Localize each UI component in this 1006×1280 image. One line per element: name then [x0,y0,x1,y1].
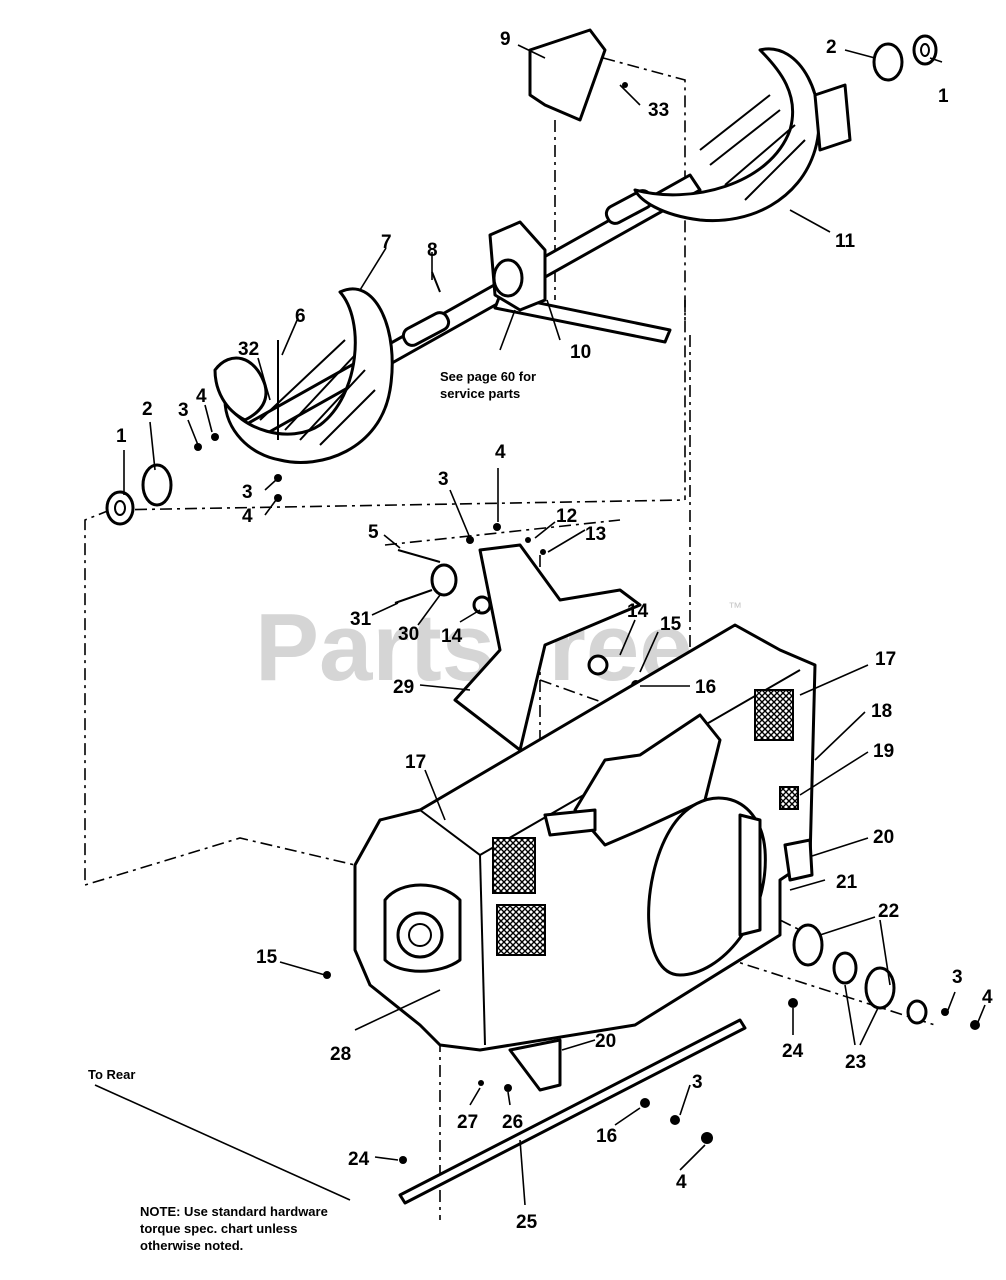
callout-32: 32 [238,339,259,360]
callout-24-left: 24 [348,1149,370,1170]
scraper-blade [398,1018,747,1205]
callout-33: 33 [648,100,669,121]
callout-28: 28 [330,1044,351,1065]
drive-shaft [493,293,672,344]
callout-11: 11 [835,231,856,252]
chute-flange [738,813,762,937]
callout-4-impeller: 4 [495,442,506,463]
vent-grille-small [779,786,799,810]
callout-5: 5 [368,522,379,543]
impeller-bearing-housing [430,563,458,597]
vent-grille-right [754,689,794,741]
callout-15-impeller: 15 [660,614,682,635]
callout-13: 13 [585,524,606,545]
callout-16-impeller: 16 [695,677,716,698]
callout-14-right: 14 [627,601,649,622]
callout-30: 30 [398,624,419,645]
callout-29: 29 [393,677,414,698]
gear-case-seal [492,258,524,298]
hardware-note-line-3: otherwise noted. [140,1238,243,1253]
watermark-trademark: ™ [728,599,742,615]
auger-assembly [105,28,938,526]
top-brace [543,808,597,837]
shaft-spacer-left [401,311,451,347]
callout-4-bolt: 4 [242,506,253,527]
right-auger-hub [813,83,852,152]
leader-lines [94,44,986,1206]
callout-3-bolt: 3 [242,482,253,503]
hardware-note-line-2: torque spec. chart unless [140,1221,298,1236]
impeller-cavity [573,713,722,847]
flange-bushing-right [872,42,904,82]
left-auger [223,287,394,464]
callout-9: 9 [500,29,511,50]
callout-12: 12 [556,506,577,527]
callout-4-shaft: 4 [196,386,207,407]
callout-15-housing: 15 [256,947,278,968]
callout-20-right: 20 [873,827,894,848]
callout-22: 22 [878,901,899,922]
callout-1-left: 1 [116,426,127,447]
skid-shoe-right [783,838,814,882]
callout-27: 27 [457,1112,478,1133]
impeller [453,543,642,752]
service-note-line-2: service parts [440,386,520,401]
hardware-note-line-1: NOTE: Use standard hardware [140,1204,328,1219]
callout-2-right: 2 [826,37,837,58]
callout-31: 31 [350,609,372,630]
left-auger-hub [213,356,268,422]
callout-18: 18 [871,701,892,722]
bearing-right [912,34,938,66]
callout-16-scraper: 16 [596,1126,617,1147]
callout-4-side: 4 [982,987,993,1008]
callout-10: 10 [570,342,591,363]
callout-3-scraper: 3 [692,1072,703,1093]
flange-bushing-left [141,463,173,507]
to-rear-label: To Rear [88,1067,135,1082]
vent-grille-lower [496,904,546,956]
bearing-b [832,951,858,985]
impeller-housing [647,796,767,977]
bearing-left [105,490,135,526]
callout-4-scraper: 4 [676,1172,687,1193]
callout-26: 26 [502,1112,523,1133]
callout-6: 6 [295,306,306,327]
impeller-spacer-right [587,654,609,676]
flange-bearing-c [864,966,896,1010]
callout-7: 7 [381,232,392,253]
callout-20-left: 20 [595,1031,616,1052]
impeller-spacer-left [472,595,492,615]
notes: See page 60 for service parts To Rear NO… [88,369,536,1253]
collar [906,999,928,1025]
callout-23: 23 [845,1052,866,1073]
callout-17-left: 17 [405,752,426,773]
chute-bracket [528,28,607,122]
auger-housing [323,623,980,1092]
flange-bearing-a [792,923,824,967]
service-note-line-1: See page 60 for [440,369,536,384]
callout-labels: 1 1 2 2 3 3 3 3 3 4 4 4 4 4 5 6 7 8 9 10… [116,29,993,1233]
callout-3-impeller: 3 [438,469,449,490]
impeller-assembly [394,523,642,752]
callout-3-side: 3 [952,967,963,988]
vent-grille-left [492,837,536,894]
side-plate-bearing-hole [396,911,444,959]
callout-14-left: 14 [441,626,463,647]
callout-19: 19 [873,741,894,762]
callout-25: 25 [516,1212,538,1233]
callout-2-left: 2 [142,399,153,420]
callout-8: 8 [427,240,438,261]
scraper-bar [398,1018,747,1205]
callout-21: 21 [836,872,858,893]
skid-shoe-left [508,1038,562,1092]
callout-1-right: 1 [938,86,949,107]
callout-24-right: 24 [782,1041,804,1062]
callout-3-shaft: 3 [178,400,189,421]
callout-17-right: 17 [875,649,896,670]
